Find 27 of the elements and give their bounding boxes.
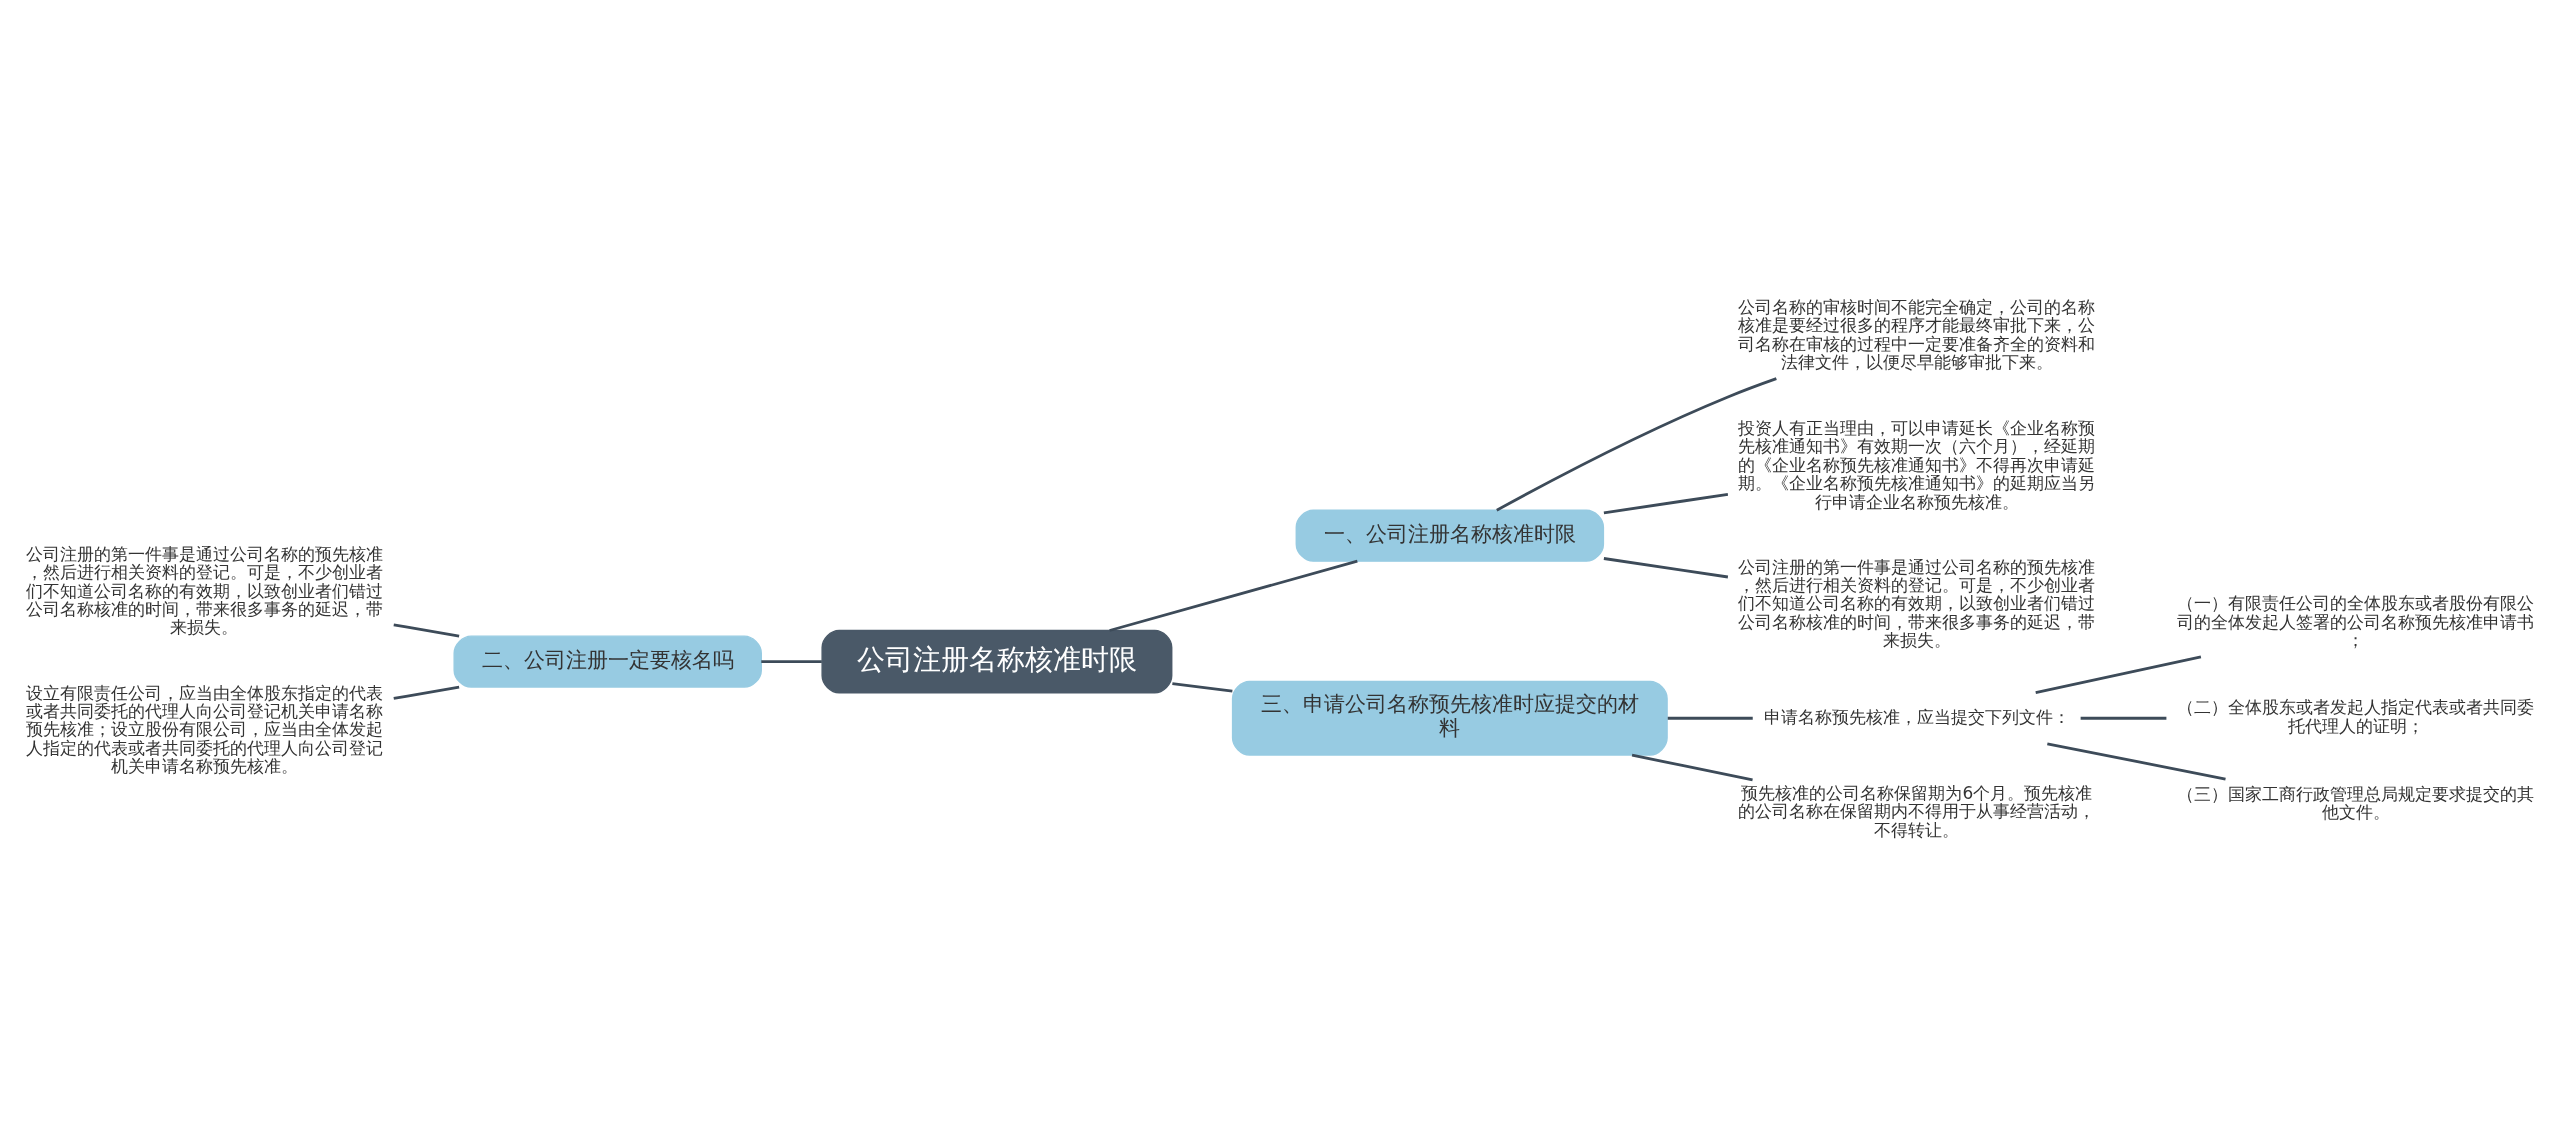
node-box: 三、申请公司名称预先核准时应提交的材料 [1231,680,1668,756]
node-box: 一、公司注册名称核准时限 [1295,509,1605,562]
connector [1631,753,1753,781]
node-text: 公司注册的第一件事是通过公司名称的预先核准，然后进行相关资料的登记。可是，不少创业者们不知道公司名称的有效期，以致创业者们错过公司名称核准的时间，带来很多事务的延迟，带来损失。 [25,543,383,637]
node-text: 申请名称预先核准，应当提交下列文件： [1763,706,2070,727]
connector [2080,716,2167,720]
connector [2047,741,2226,780]
connector [1109,559,1358,632]
node-text: 公司名称的审核时间不能完全确定，公司的名称核准是要经过很多的程序才能最终审批下来，公司名称在审核的过程中一定要准备齐全的资料和法律文件，以便尽早能够审批下来。 [1738,296,2096,372]
node-text: 预先核准的公司名称保留期为6个月。预先核准的公司名称在保留期内不得用于从事经营活动，不得转让。 [1738,782,2096,840]
node-text: （三）国家工商行政管理总局规定要求提交的其他文件。 [2177,783,2535,822]
connector [1603,492,1729,514]
connector [1603,556,1729,578]
node-text: 设立有限责任公司，应当由全体股东指定的代表或者共同委托的代理人向公司登记机关申请名称预先核准；设立股份有限公司，应当由全体发起人指定的代表或者共同委托的代理人向公司登记机关申请名称预先核准。 [25,682,383,776]
connector [1496,376,1777,511]
node-text: 公司注册的第一件事是通过公司名称的预先核准，然后进行相关资料的登记。可是，不少创业者们不知道公司名称的有效期，以致创业者们错过公司名称核准的时间，带来很多事务的延迟，带来损失。 [1738,556,2096,650]
connector [761,659,822,663]
connector [2035,654,2202,694]
connector [393,685,460,700]
node-text: 投资人有正当理由，可以申请延长《企业名称预先核准通知书》有效期一次（六个月），经延期的《企业名称预先核准通知书》不得再次申请延期。《企业名称预先核准通知书》的延期应当另行申请企业名称预先核准。 [1738,417,2096,512]
node-box: 公司注册名称核准时限 [821,629,1173,693]
node-text: （二）全体股东或者发起人指定代表或者共同委托代理人的证明； [2177,696,2535,736]
connector [1667,716,1753,720]
connector [1172,681,1233,692]
node-box: 二、公司注册一定要核名吗 [453,634,762,688]
node-text: （一）有限责任公司的全体股东或者股份有限公司的全体发起人签署的公司名称预先核准申请书； [2177,592,2535,650]
connector [393,622,460,638]
